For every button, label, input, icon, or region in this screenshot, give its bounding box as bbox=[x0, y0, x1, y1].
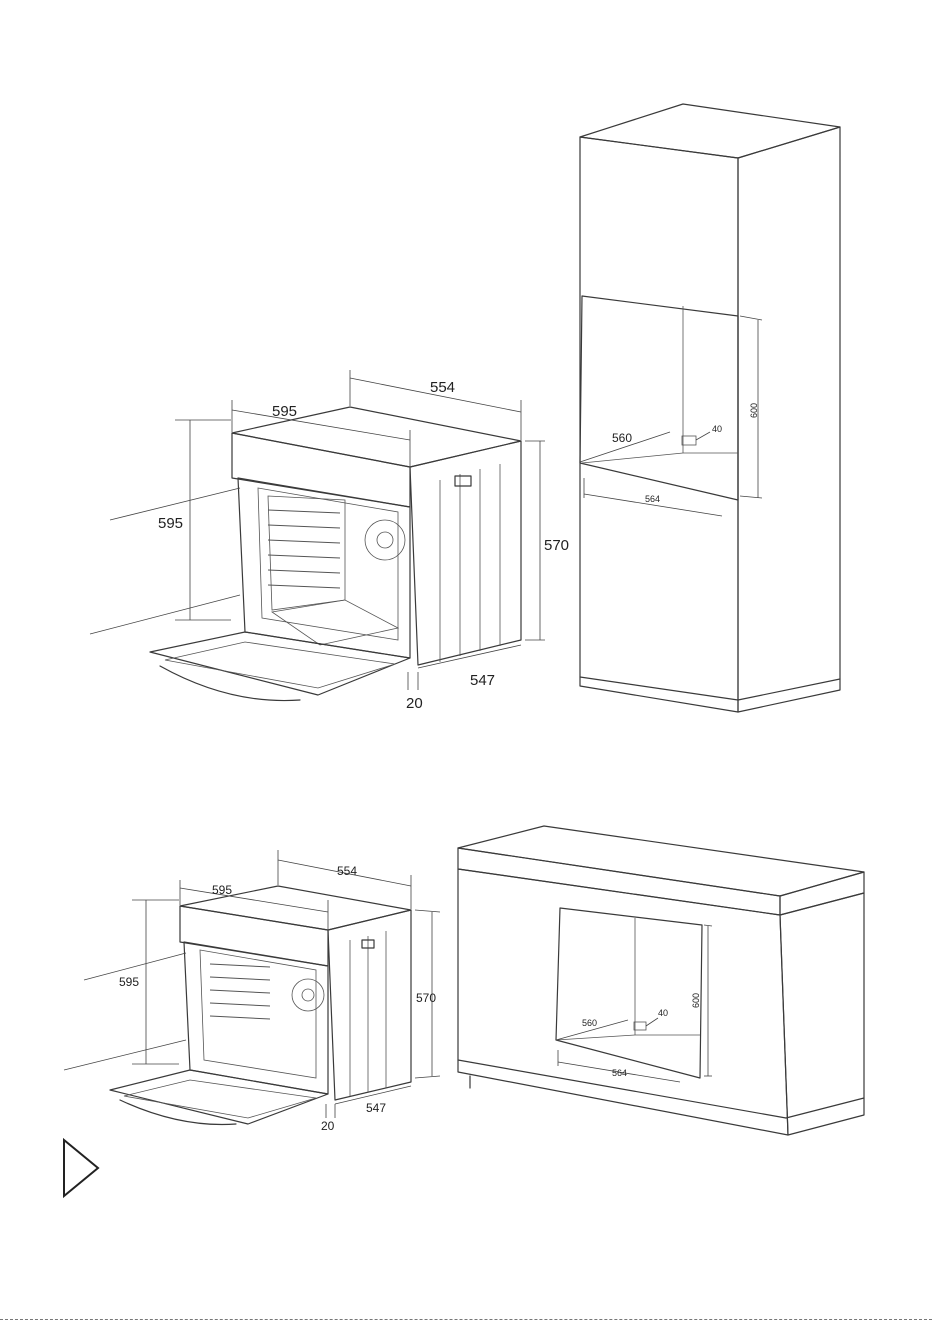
oven-width-label: 595 bbox=[272, 403, 297, 420]
oven-panel-label: 20 bbox=[406, 695, 423, 712]
oven-body-depth-label: 547 bbox=[470, 672, 495, 689]
triangle-arrow-icon[interactable] bbox=[64, 1140, 98, 1196]
niche-vent-label: 40 bbox=[658, 1008, 668, 1018]
oven-depth-label: 554 bbox=[337, 864, 357, 878]
counter-cabinet-illustration: 560 564 40 600 bbox=[458, 826, 864, 1135]
niche-depth-label: 560 bbox=[612, 431, 632, 445]
niche-vent-label: 40 bbox=[712, 424, 722, 434]
column-cabinet-illustration: 560 564 40 600 bbox=[580, 104, 840, 712]
oven-illustration-top: 595 554 595 570 547 20 bbox=[90, 370, 569, 712]
oven-illustration-bottom: 595 554 595 570 547 20 bbox=[64, 850, 440, 1133]
niche-height-label: 600 bbox=[749, 403, 759, 418]
oven-body-depth-label: 547 bbox=[366, 1101, 386, 1115]
oven-depth-label: 554 bbox=[430, 379, 455, 396]
oven-height-label: 595 bbox=[119, 975, 139, 989]
oven-body-height-label: 570 bbox=[416, 991, 436, 1005]
niche-depth-label: 560 bbox=[582, 1018, 597, 1028]
page-edge-divider bbox=[0, 1319, 932, 1320]
oven-panel-label: 20 bbox=[321, 1119, 335, 1133]
niche-width-label: 564 bbox=[612, 1068, 627, 1078]
niche-width-label: 564 bbox=[645, 494, 660, 504]
oven-height-label: 595 bbox=[158, 515, 183, 532]
oven-body-height-label: 570 bbox=[544, 537, 569, 554]
oven-width-label: 595 bbox=[212, 883, 232, 897]
niche-height-label: 600 bbox=[691, 993, 701, 1008]
